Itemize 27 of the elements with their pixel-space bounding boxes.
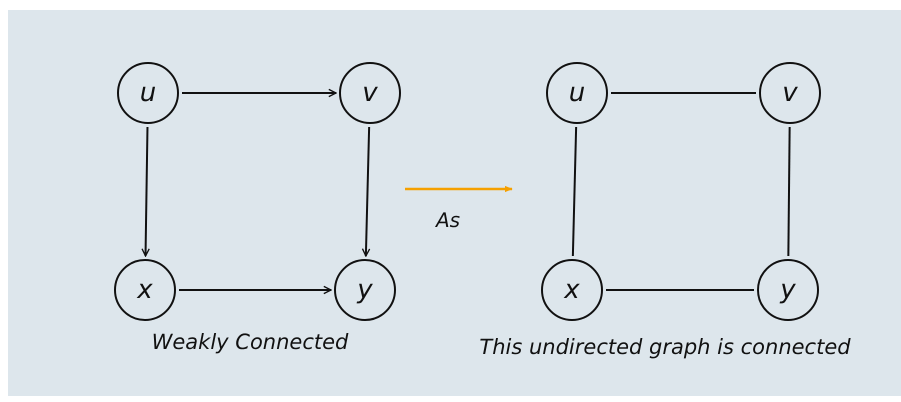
edge-line (611, 92, 756, 94)
vertex-circle (114, 259, 176, 321)
vertex-label: u (140, 78, 156, 108)
edge-line (787, 126, 791, 256)
arrow (141, 126, 150, 257)
arrow (182, 88, 337, 98)
vertex-label: x (564, 275, 580, 305)
vertex-circle (541, 259, 603, 321)
vertex-circle (546, 62, 608, 124)
caption-text: This undirected graph is connected (478, 335, 852, 359)
vertex-label: x (137, 275, 153, 305)
vertex-label: v (362, 78, 378, 108)
edge-line (572, 126, 578, 256)
caption-text: As (434, 208, 462, 232)
vertex-circle (759, 62, 821, 124)
vertex-circle (334, 259, 396, 321)
vertex-label: u (568, 78, 586, 108)
vertex-circle (757, 259, 819, 321)
vertex-circle (117, 62, 179, 124)
vertex-label: y (357, 275, 373, 305)
edge-line (606, 289, 754, 291)
caption-text: Weakly Connected (150, 330, 350, 354)
arrow (362, 126, 370, 257)
vertex-label: y (780, 275, 796, 305)
vertex-label: v (782, 78, 798, 108)
arrow (179, 286, 332, 294)
vertex-circle (339, 62, 401, 124)
